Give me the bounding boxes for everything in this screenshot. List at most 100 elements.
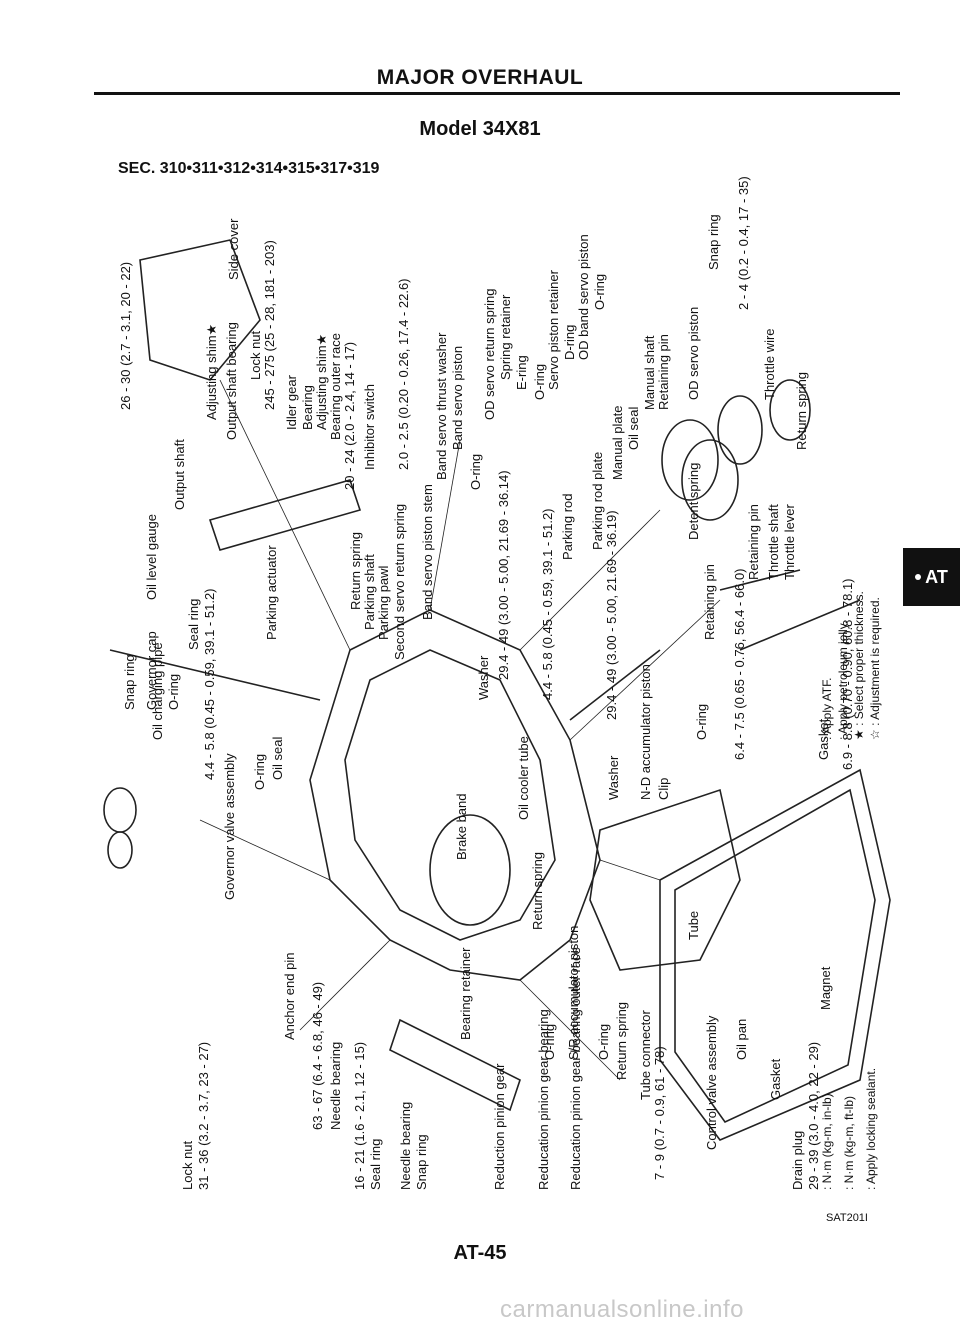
leader-line-4: [569, 599, 721, 741]
label-torque-29-4-49-a: 29.4 - 49 (3.00 - 5.00, 21.69 - 36.14): [496, 470, 511, 680]
label-control-valve-assembly: Control valve assembly: [704, 1015, 719, 1150]
label-torque-2-0-2-5: 2.0 - 2.5 (0.20 - 0.26, 17.4 - 22.6): [396, 278, 411, 470]
label-drain-plug: Drain plug: [790, 1130, 805, 1190]
throttle-shaft-line: [739, 599, 861, 651]
exploded-diagram: Lock nut 31 - 36 (3.2 - 3.7, 23 - 27) 16…: [100, 176, 900, 1210]
od-servo-ring-3: [717, 395, 763, 465]
label-second-servo-return-spring: Second servo return spring: [392, 503, 407, 660]
label-return-spring-1: Return spring: [530, 851, 545, 930]
leader-line-7: [299, 939, 391, 1031]
label-needle-bearing-1: Needle bearing: [398, 1101, 413, 1190]
label-throttle-wire: Throttle wire: [762, 328, 777, 400]
label-throttle-lever: Throttle lever: [782, 504, 797, 580]
output-shaft-outline: [208, 479, 362, 551]
control-valve-outline: [589, 788, 741, 971]
label-sr-accumulator-piston: S/R accumulator piston: [566, 925, 581, 1060]
leader-line-1: [219, 379, 351, 651]
label-torque-7-9: 7 - 9 (0.7 - 0.9, 61 - 78): [652, 1046, 667, 1180]
bullet-icon: [915, 574, 922, 580]
label-oil-cooler-tube: Oil cooler tube: [516, 736, 531, 820]
brake-band-outline: [429, 814, 511, 926]
label-throttle-shaft: Throttle shaft: [766, 504, 781, 580]
label-parking-pawl: Parking pawl: [376, 565, 391, 640]
label-oil-charging-pipe: Oil charging pipe: [150, 642, 165, 740]
label-bearing: Bearing: [300, 385, 315, 430]
label-o-ring-4: O-ring: [596, 1023, 611, 1060]
leader-line-5: [599, 859, 661, 881]
legend-notes: : Apply ATF. : Apply petroleum jelly. ★ …: [820, 330, 890, 750]
label-o-ring-3: O-ring: [542, 1023, 557, 1060]
label-oil-seal-2: Oil seal: [626, 406, 641, 450]
label-torque-26-30: 26 - 30 (2.7 - 3.1, 20 - 22): [118, 261, 133, 410]
label-lock-nut: Lock nut: [180, 1140, 195, 1190]
label-nd-accumulator-piston: N-D accumulator piston: [638, 664, 653, 800]
label-manual-plate: Manual plate: [610, 405, 625, 480]
label-governor-valve-assembly: Governor valve assembly: [222, 753, 237, 900]
leader-line-3: [519, 509, 661, 651]
label-o-ring-1: O-ring: [166, 673, 181, 710]
label-torque-4-4-5-8-gov: 4.4 - 5.8 (0.45 - 0.59, 39.1 - 51.2): [202, 588, 217, 780]
label-washer-2: Washer: [476, 655, 491, 700]
od-servo-ring-1: [661, 419, 719, 501]
label-o-ring-5: O-ring: [694, 703, 709, 740]
label-retaining-pin-1: Retaining pin: [702, 564, 717, 640]
label-oil-seal-1: Oil seal: [270, 736, 285, 780]
label-return-spring-2: Return spring: [614, 1001, 629, 1080]
label-bearing-outer-race: Bearing outer race: [328, 333, 343, 440]
label-torque-29-4-49-b: 29.4 - 49 (3.00 - 5.00, 21.69 - 36.19): [604, 510, 619, 720]
manual-shaft-line: [719, 569, 801, 591]
label-parking-shaft: Parking shaft: [362, 554, 377, 630]
label-torque-2-4: 2 - 4 (0.2 - 0.4, 17 - 35): [736, 176, 751, 310]
transmission-case-outline: [309, 609, 601, 981]
label-needle-bearing-2: Needle bearing: [328, 1041, 343, 1130]
label-brake-band: Brake band: [454, 793, 469, 861]
legend-nm-kgm-ftlb: : N·m (kg-m, ft-lb): [842, 1096, 856, 1190]
label-adjusting-shim-1: Adjusting shim★: [204, 323, 219, 420]
label-adjusting-shim-2: Adjusting shim★: [314, 333, 329, 430]
label-o-ring-2: O-ring: [252, 753, 267, 790]
label-torque-245-275: 245 - 275 (25 - 28, 181 - 203): [262, 240, 277, 410]
label-band-servo-thrust-washer: Band servo thrust washer: [434, 332, 449, 480]
label-torque-20-24: 20 - 24 (2.0 - 2.4, 14 - 17): [342, 341, 357, 490]
leader-line-8: [519, 979, 621, 1081]
oil-level-gauge-line: [109, 649, 321, 701]
legend: : N·m (kg-m, in-lb) : N·m (kg-m, ft-lb) …: [820, 760, 890, 1200]
label-tube: Tube: [686, 910, 701, 940]
label-return-spring-4: Return spring: [794, 371, 809, 450]
label-o-ring-8: O-ring: [592, 273, 607, 310]
label-torque-16-21: 16 - 21 (1.6 - 2.1, 12 - 15): [352, 1041, 367, 1190]
label-return-spring-3: Return spring: [348, 531, 363, 610]
label-idler-gear: Idler gear: [284, 375, 299, 430]
label-od-servo-piston: OD servo piston: [686, 306, 701, 400]
page-number: AT-45: [453, 1242, 507, 1264]
leader-line-6: [199, 819, 331, 881]
side-tab-at[interactable]: AT: [903, 548, 960, 606]
od-servo-ring-2: [681, 439, 739, 521]
label-od-servo-return-spring: OD servo return spring: [482, 288, 497, 421]
label-torque-6-4-7-5: 6.4 - 7.5 (0.65 - 0.76, 56.4 - 66.0): [732, 568, 747, 760]
snap-ring-circle: [769, 379, 811, 441]
label-oil-level-gauge: Oil level gauge: [144, 514, 159, 600]
label-od-band-servo-piston: OD band servo piston: [576, 234, 591, 360]
label-oil-pan: Oil pan: [734, 1018, 749, 1060]
case-inner-contour: [344, 649, 556, 941]
figure-code: SAT201I: [826, 1212, 868, 1224]
footer-site[interactable]: carmanualsonline.info: [500, 1296, 744, 1323]
oil-pan-gasket-outline: [674, 788, 876, 1124]
label-o-ring-6: O-ring: [468, 453, 483, 490]
label-reduction-pinion-gear: Reduction pinion gear: [492, 1063, 507, 1190]
legend-atf: : Apply ATF.: [820, 677, 834, 740]
label-bearing-retainer: Bearing retainer: [458, 947, 473, 1041]
legend-locking-sealant: : Apply locking sealant.: [864, 1067, 878, 1190]
label-seal-ring-2: Seal ring: [186, 598, 201, 650]
label-band-servo-piston-stem: Band servo piston stem: [420, 484, 435, 620]
label-output-shaft: Output shaft: [172, 439, 187, 510]
label-detent-spring: Detent spring: [686, 462, 701, 540]
label-snap-ring-2: Snap ring: [122, 654, 137, 710]
label-lock-nut-2: Lock nut: [248, 330, 263, 380]
label-torque-31-36: 31 - 36 (3.2 - 3.7, 23 - 27): [196, 1041, 211, 1190]
parking-rod-line: [569, 649, 661, 721]
label-manual-shaft: Manual shaft: [642, 335, 657, 410]
side-tab-label: AT: [925, 566, 948, 587]
label-tube-connector: Tube connector: [638, 1010, 653, 1100]
